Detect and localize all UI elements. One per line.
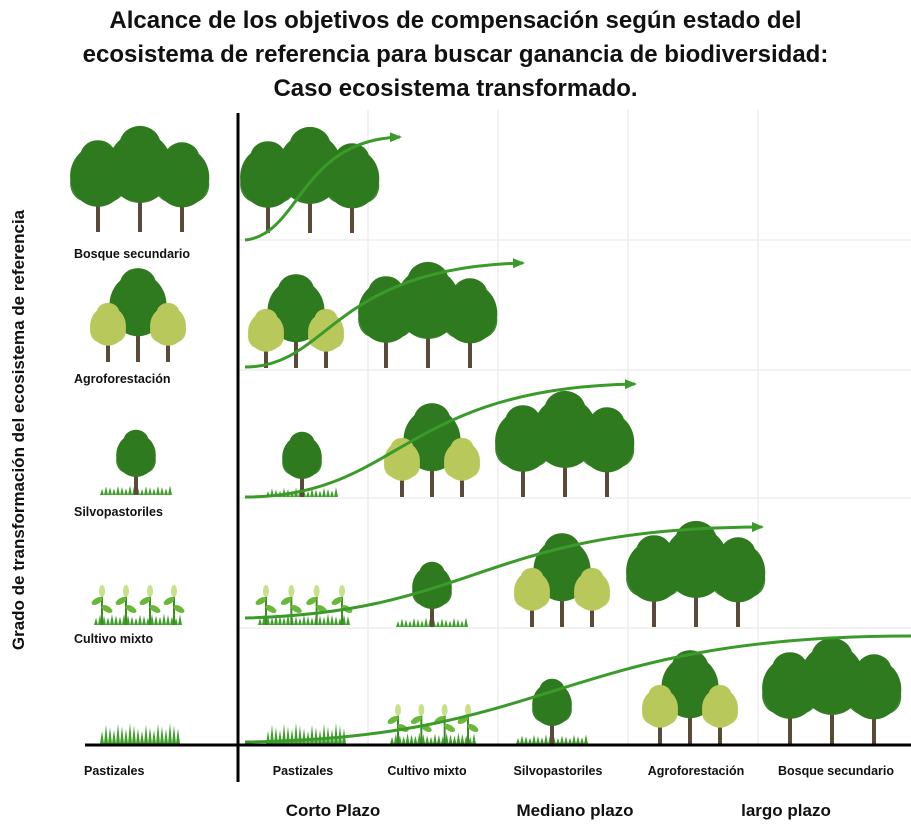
row4-agroforestry-icon (514, 533, 610, 627)
progression-arrow-5 (244, 634, 911, 744)
row4-forest-icon (626, 520, 766, 627)
progression-arrow-3 (244, 379, 637, 499)
reference-grass-icon (100, 722, 180, 744)
row3-silvopasture-icon (266, 431, 338, 497)
column-label-silvopastoriles: Silvopastoriles (513, 764, 603, 778)
time-label-short-term: Corto Plazo (285, 801, 381, 820)
row-label-agroforestacion: Agroforestación (74, 372, 171, 386)
reference-silvopasture-icon (100, 429, 172, 495)
progression-arrow-1 (244, 132, 402, 242)
row2-forest-icon (358, 261, 498, 368)
row5-forest-icon (762, 637, 902, 744)
progression-arrow-4 (244, 522, 764, 620)
row-label-bosque-secundario: Bosque secundario (74, 247, 190, 261)
time-label-medium-term: Mediano plazo (516, 801, 634, 820)
arrows-layer (244, 132, 911, 744)
axes (85, 113, 911, 782)
column-label-pastizales: Pastizales (272, 764, 334, 778)
row5-silvopasture-icon (516, 678, 588, 744)
row-label-silvopastoriles: Silvopastoriles (74, 505, 163, 519)
column-label-bosque-secundario: Bosque secundario (778, 764, 894, 778)
title-line-1: Alcance de los objetivos de compensación… (109, 7, 802, 34)
row-label-pastizales: Pastizales (84, 764, 145, 778)
time-label-long-term: largo plazo (741, 801, 831, 820)
column-label-cultivo-mixto: Cultivo mixto (387, 764, 467, 778)
row2-agroforestry-icon (248, 274, 344, 368)
row5-agroforestry-icon (642, 650, 738, 744)
reference-crop-icon (91, 585, 185, 625)
reference-forest-icon (70, 125, 210, 232)
progression-arrow-2 (244, 258, 525, 369)
icons-layer (70, 125, 902, 744)
title-line-3: Caso ecosistema transformado. (273, 75, 638, 102)
reference-agroforestry-icon (90, 268, 186, 362)
row3-forest-icon (495, 390, 635, 497)
row1-forest-icon (240, 126, 380, 233)
column-label-agroforestacion: Agroforestación (647, 764, 745, 778)
row4-crop-icon (255, 585, 353, 625)
row-label-cultivo-mixto: Cultivo mixto (74, 632, 154, 646)
title-line-2: ecosistema de referencia para buscar gan… (82, 41, 829, 68)
